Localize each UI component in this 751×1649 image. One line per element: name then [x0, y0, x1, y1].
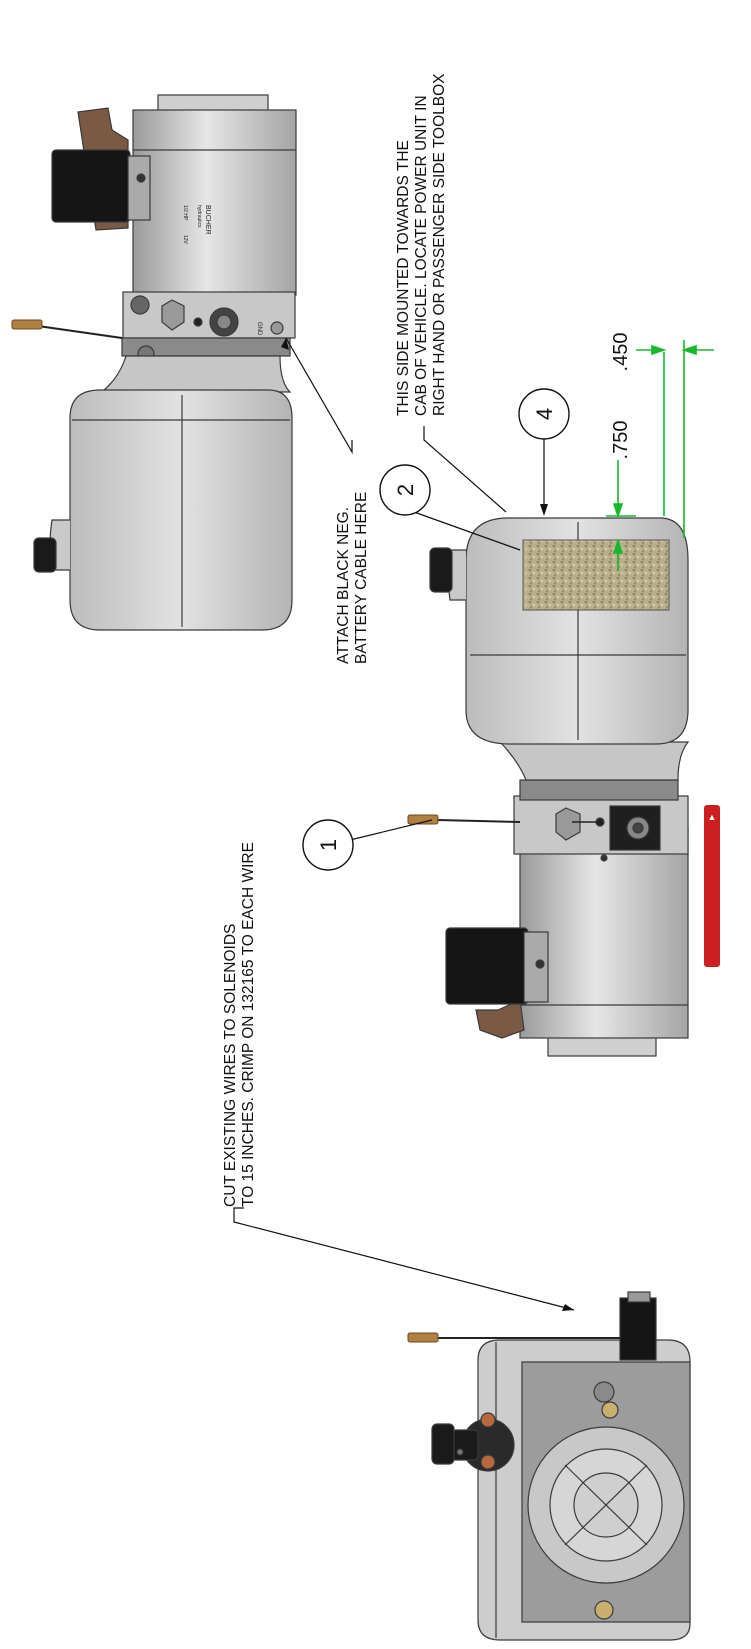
ground-stud — [270, 321, 284, 335]
leader-mount — [423, 426, 507, 513]
manifold-hex-port — [161, 299, 185, 331]
leader-lines — [233, 337, 575, 1311]
motor-label-hp: 1/2 HP — [182, 205, 188, 221]
leader-cut-wires — [233, 1207, 575, 1311]
filler-cap — [33, 537, 57, 573]
solenoid-end — [619, 1297, 657, 1361]
note-mount-line1: THIS SIDE MOUNTED TOWARDS THE — [395, 140, 412, 416]
motor-body — [132, 109, 297, 296]
svg-text:1: 1 — [316, 839, 341, 851]
motor-label-brand: BUCHER — [204, 205, 211, 235]
wire-connector-end — [407, 1332, 439, 1343]
leader-balloon-2 — [413, 511, 521, 551]
dimension-750: .750 — [610, 421, 632, 460]
balloon-1: 1 — [302, 819, 354, 871]
wire-connector-side — [407, 814, 439, 825]
balloon-4: 4 — [518, 388, 570, 440]
note-cut-wires-line1: CUT EXISTING WIRES TO SOLENOIDS — [222, 924, 239, 1207]
note-mount-line2: CAB OF VEHICLE. LOCATE POWER UNIT IN — [413, 95, 430, 416]
reservoir-tank — [69, 389, 293, 631]
note-cut-wires: CUT EXISTING WIRES TO SOLENOIDS TO 15 IN… — [222, 842, 257, 1207]
note-battery-line2: BATTERY CABLE HERE — [353, 492, 370, 664]
motor-label-voltage: 12V — [182, 235, 188, 245]
side-view-power-unit: ▲ — [407, 517, 720, 1057]
dimension-450: .450 — [610, 333, 632, 372]
svg-text:4: 4 — [532, 408, 557, 420]
decal-label — [522, 539, 670, 611]
solenoid-coil-side — [445, 927, 529, 1005]
note-battery-cable: ATTACH BLACK NEG. BATTERY CABLE HERE — [335, 492, 370, 664]
dimensions — [606, 340, 714, 570]
end-view-power-unit — [407, 1291, 691, 1641]
manifold-block — [122, 291, 296, 339]
leader-balloon-1 — [349, 819, 433, 841]
motor-label-sub: hydraulics — [196, 205, 202, 228]
note-cut-wires-line2: TO 15 INCHES. CRIMP ON 132165 TO EACH WI… — [240, 842, 257, 1207]
balloon-2: 2 — [379, 464, 431, 516]
motor-label: BUCHER hydraulics 1/2 HP 12V — [182, 205, 211, 245]
solenoid-coil — [51, 149, 131, 223]
leader-battery — [285, 337, 353, 455]
solenoid-bracket-side — [475, 999, 525, 1039]
note-battery-line1: ATTACH BLACK NEG. — [335, 507, 352, 664]
warning-sticker — [704, 805, 720, 967]
note-mount-line3: RIGHT HAND OR PASSENGER SIDE TOOLBOX — [431, 73, 448, 416]
svg-text:GND: GND — [256, 322, 262, 336]
warning-sticker-mark: ▲ — [708, 812, 717, 822]
top-view-power-unit: BUCHER hydraulics 1/2 HP 12V GND — [11, 94, 297, 631]
wire-connector-top — [11, 319, 43, 330]
note-mount-side: THIS SIDE MOUNTED TOWARDS THE CAB OF VEH… — [395, 73, 448, 416]
svg-text:2: 2 — [393, 484, 418, 496]
filler-cap-side — [429, 547, 453, 593]
hose-clamp-side — [519, 779, 679, 801]
